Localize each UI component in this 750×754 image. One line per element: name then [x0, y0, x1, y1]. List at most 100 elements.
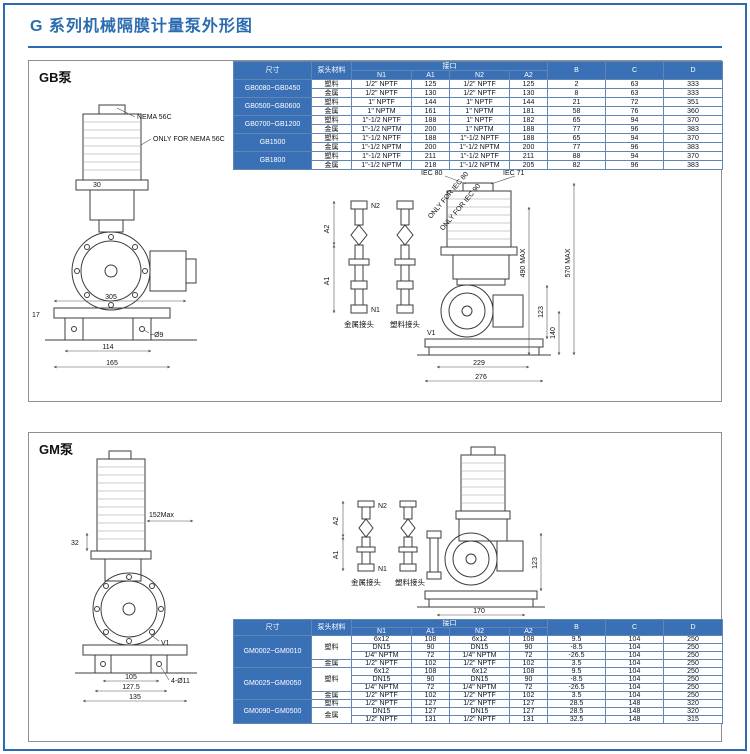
spec-cell: 96	[605, 160, 664, 170]
spec-cell: 1"-1/2 NPTF	[449, 151, 510, 161]
spec-cell: 1/4" NPTM	[351, 683, 412, 692]
col-header-n2: N2	[449, 627, 510, 636]
spec-cell: -26.5	[547, 683, 606, 692]
spec-cell: 351	[663, 97, 723, 107]
dim-label: 123	[532, 557, 539, 569]
model-cell: GB1800	[233, 151, 312, 170]
spec-cell: 6x12	[351, 635, 412, 644]
dim-label: 170	[473, 608, 485, 615]
spec-cell: 360	[663, 106, 723, 116]
spec-cell: 90	[509, 643, 548, 652]
mat-cell: 塑料	[311, 115, 352, 125]
gm-table-head: 尺寸 泵头材料 接口 B C D N1 A1 N2 A2	[233, 619, 723, 636]
spec-cell: 315	[663, 715, 723, 724]
spec-cell: 383	[663, 160, 723, 170]
motor-fins	[461, 462, 505, 504]
spec-cell: 127	[411, 699, 450, 708]
spec-cell: 1/2" NPTF	[449, 715, 510, 724]
mat-cell: 金属	[311, 691, 352, 700]
col-header-c: C	[605, 61, 664, 80]
gm-panel-label: GM泵	[39, 442, 73, 457]
mat-cell: 塑料	[311, 699, 352, 708]
spec-cell: 205	[509, 160, 548, 170]
spec-cell: 161	[411, 106, 450, 116]
dim-label: 140	[550, 327, 557, 339]
col-header-n2: N2	[449, 70, 510, 80]
spec-cell: 182	[509, 115, 548, 125]
mat-cell: 金属	[311, 160, 352, 170]
dim-label: 229	[473, 360, 485, 367]
port-label: N2	[371, 203, 380, 210]
gm-front-dims: 152Max 32 V1 105 127.5 135 4-Ø11	[71, 512, 194, 703]
col-header-n1: N1	[351, 70, 412, 80]
spec-cell: 1" NPTF	[449, 97, 510, 107]
spec-cell: 108	[411, 635, 450, 644]
spec-cell: 77	[547, 124, 606, 134]
spec-cell: 1/2" NPTF	[449, 691, 510, 700]
side-view-shapes	[417, 446, 545, 608]
col-header-material: 泵头材料	[311, 619, 352, 636]
gb-pump-panel: GB泵	[28, 60, 723, 402]
dim-label: 32	[71, 540, 79, 547]
dim-label: NEMA 56C	[137, 114, 172, 121]
spec-cell: 88	[547, 151, 606, 161]
spec-cell: 1/2" NPTF	[449, 659, 510, 668]
spec-cell: 21	[547, 97, 606, 107]
mat-cell: 金属	[311, 659, 352, 668]
gb-panel-label: GB泵	[39, 70, 72, 85]
spec-cell: 250	[663, 675, 723, 684]
spec-cell: 96	[605, 124, 664, 134]
mat-cell: 金属	[311, 707, 352, 724]
spec-cell: 102	[411, 659, 450, 668]
dim-label: 135	[129, 694, 141, 701]
spec-cell: 250	[663, 651, 723, 660]
spec-cell: 104	[605, 643, 664, 652]
dim-label: A2	[333, 517, 340, 526]
spec-cell: 65	[547, 115, 606, 125]
spec-cell: 1/2" NPTF	[449, 88, 510, 98]
valve-stacks	[348, 200, 416, 314]
spec-cell: 6x12	[449, 635, 510, 644]
gm-outline-drawing: 152Max 32 V1 105 127.5 135 4-Ø11	[71, 446, 545, 703]
spec-cell: 320	[663, 707, 723, 716]
spec-cell: 250	[663, 683, 723, 692]
spec-cell: 76	[605, 106, 664, 116]
spec-cell: 181	[509, 106, 548, 116]
spec-cell: 200	[411, 142, 450, 152]
dim-label: 490 MAX	[520, 248, 527, 277]
spec-cell: 250	[663, 643, 723, 652]
spec-cell: 72	[411, 651, 450, 660]
spec-cell: 370	[663, 115, 723, 125]
spec-cell: 82	[547, 160, 606, 170]
header-row: 尺寸 泵头材料 接口 B C D	[233, 619, 723, 636]
dim-label: 17	[32, 312, 40, 319]
spec-cell: 104	[605, 683, 664, 692]
spec-cell: 1"-1/2 NPTF	[351, 151, 412, 161]
metal-joint-label: 金属接头	[351, 577, 381, 587]
spec-cell: 9.5	[547, 667, 606, 676]
spec-cell: 127	[509, 707, 548, 716]
spec-cell: 1"-1/2 NPTM	[449, 160, 510, 170]
spec-cell: 1/2" NPTF	[351, 715, 412, 724]
spec-cell: 94	[605, 133, 664, 143]
spec-cell: 58	[547, 106, 606, 116]
col-header-port: 接口	[351, 619, 548, 628]
header-row: 尺寸 泵头材料 接口 B C D	[233, 61, 723, 80]
spec-cell: DN15	[351, 675, 412, 684]
spec-cell: 8	[547, 88, 606, 98]
spec-cell: DN15	[351, 707, 412, 716]
spec-cell: 250	[663, 635, 723, 644]
dim-label: ONLY FOR IEC 80	[427, 171, 470, 220]
dim-label: 276	[475, 374, 487, 381]
spec-cell: 104	[605, 667, 664, 676]
spec-cell: 370	[663, 151, 723, 161]
model-cell: GM0090~GM0500	[233, 699, 312, 724]
spec-cell: 90	[411, 643, 450, 652]
dim-label: 30	[93, 182, 101, 189]
spec-cell: 1/2" NPTF	[449, 699, 510, 708]
spec-cell: 108	[411, 667, 450, 676]
